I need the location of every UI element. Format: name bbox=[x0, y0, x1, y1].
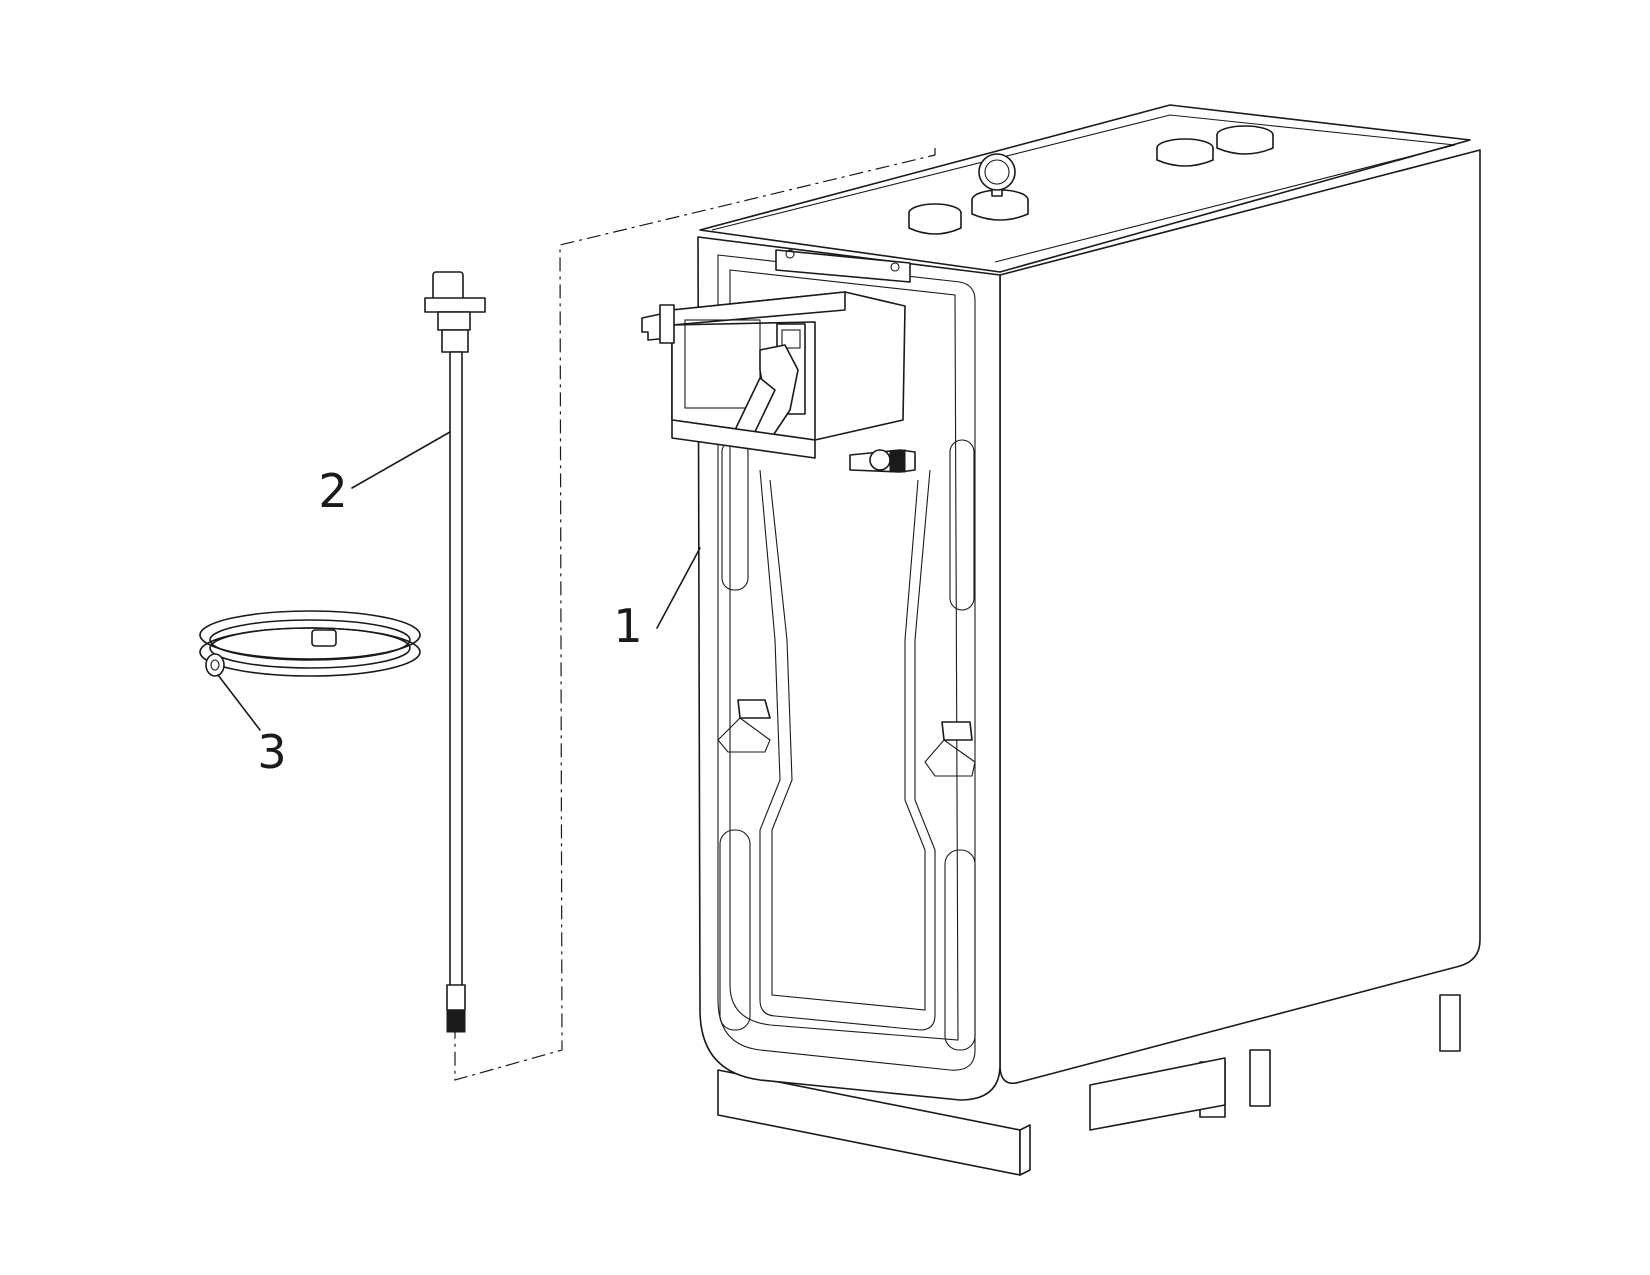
tank-side-wall bbox=[999, 149, 1481, 1084]
tank-fill-caps bbox=[908, 125, 1274, 235]
fuel-tank bbox=[641, 104, 1481, 1176]
callout-1: 1 bbox=[613, 599, 642, 653]
suction-tube bbox=[424, 271, 486, 1033]
callout-leaders bbox=[217, 431, 701, 731]
pump-dispenser-unit bbox=[641, 249, 916, 473]
tank-top bbox=[699, 104, 1471, 273]
assembly-phantom-line bbox=[454, 148, 936, 1081]
coiled-hose bbox=[199, 610, 421, 677]
callout-2: 2 bbox=[318, 464, 347, 518]
callout-3: 3 bbox=[257, 725, 286, 779]
tank-pallet bbox=[717, 994, 1461, 1176]
tank-front-channels bbox=[717, 254, 976, 1071]
